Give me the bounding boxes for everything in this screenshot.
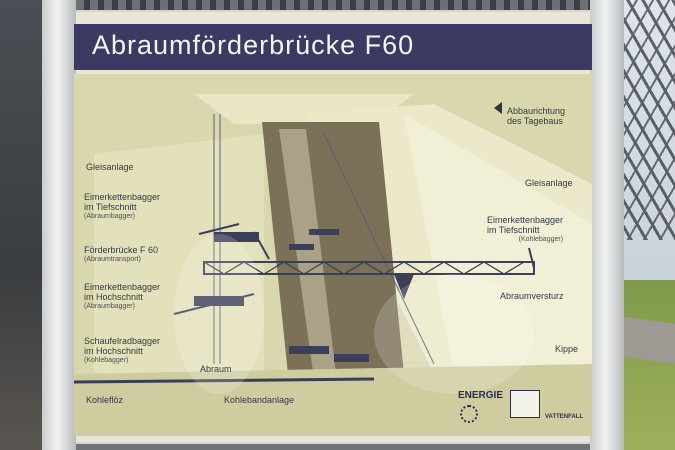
bridge-support xyxy=(394,274,414,299)
energie-logo-mark xyxy=(460,405,478,423)
direction-arrow-icon xyxy=(494,102,502,114)
label-gleisanlage-right: Gleisanlage xyxy=(525,178,573,188)
bridge-boom xyxy=(528,247,535,269)
reflection-glare xyxy=(374,274,534,394)
emblem-logo xyxy=(510,390,540,418)
schaufelradbagger xyxy=(289,346,369,362)
vattenfall-logo: VATTENFALL xyxy=(545,414,584,420)
label-schaufelradbagger: Schaufelradbagger im Hochschnitt (Kohleb… xyxy=(84,336,161,364)
bagger-top xyxy=(289,229,339,250)
sign-post-right xyxy=(590,0,624,450)
opencast-mine-diagram xyxy=(74,74,592,436)
label-kippe: Kippe xyxy=(555,344,579,354)
eimerkettenbagger-tiefschnitt-left xyxy=(198,223,270,260)
dump-slope xyxy=(404,114,592,404)
kohleflöz-line xyxy=(74,377,375,384)
truss-lattice xyxy=(203,261,525,275)
label-kohlebandanlage: Kohlebandanlage xyxy=(224,395,295,405)
terrace-left xyxy=(94,134,264,374)
label-kohlefloez: Kohleflöz xyxy=(86,395,124,405)
sign-title-bar: Abraumförderbrücke F60 xyxy=(74,24,592,70)
label-eimerkettenbagger-tiefschnitt-abraum: Eimerkettenbagger im Tiefschnitt (Abraum… xyxy=(84,192,161,220)
label-eimerkettenbagger-tiefschnitt-kohle: Eimerkettenbagger im Tiefschnitt (Kohleb… xyxy=(487,215,564,243)
label-abbaurichtung: Abbaurichtung des Tagebaus xyxy=(507,106,566,126)
reflection-glare xyxy=(174,234,264,394)
label-foerderbruecke: Förderbrücke F 60 (Abraumtransport) xyxy=(84,245,159,263)
energie-logo: ENERGIE xyxy=(458,390,504,401)
sign-title: Abraumförderbrücke F60 xyxy=(92,30,415,60)
label-eimerkettenbagger-hochschnitt: Eimerkettenbagger im Hochschnitt (Abraum… xyxy=(84,282,161,310)
sign-post-left xyxy=(42,0,76,450)
label-abraum: Abraum xyxy=(200,364,232,374)
gleis-line-3 xyxy=(323,133,435,365)
eimerkettenbagger-hochschnitt xyxy=(173,293,255,315)
label-abraumversturz: Abraumversturz xyxy=(500,291,564,301)
label-gleisanlage-left: Gleisanlage xyxy=(86,162,134,172)
background-bridge-truss xyxy=(618,0,675,240)
rail-track xyxy=(279,129,336,379)
background-path xyxy=(620,316,675,364)
